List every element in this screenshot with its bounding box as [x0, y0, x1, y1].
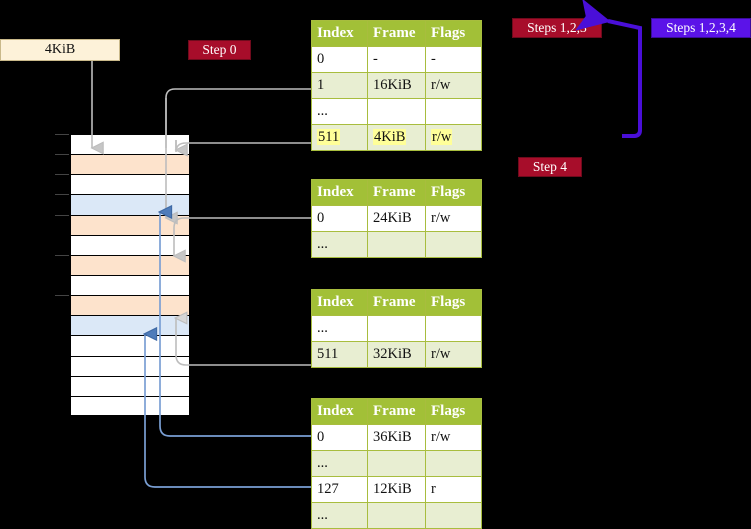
table-cell: 0 — [311, 205, 368, 232]
badge-step-4: Step 4 — [518, 157, 582, 177]
table-row: 0-- — [311, 46, 482, 73]
column-header-frame: Frame — [367, 398, 426, 425]
column-header-flags: Flags — [425, 289, 482, 316]
column-header-flags: Flags — [425, 20, 482, 47]
memory-tick-mark — [55, 194, 69, 196]
column-header-frame: Frame — [367, 20, 426, 47]
highlighted-value: 511 — [317, 129, 341, 145]
column-header-frame: Frame — [367, 179, 426, 206]
table-cell — [367, 450, 426, 477]
table-cell — [367, 231, 426, 258]
memory-column — [55, 134, 190, 416]
highlighted-value: 4KiB — [373, 129, 407, 145]
table-cell — [425, 502, 482, 529]
memory-tick-mark — [55, 295, 69, 297]
table-cell — [367, 502, 426, 529]
memory-frame-cell — [70, 194, 190, 215]
table-cell: 4KiB — [367, 124, 426, 151]
table-cell: - — [425, 46, 482, 73]
table-cell: 24KiB — [367, 205, 426, 232]
table-cell — [425, 98, 482, 125]
memory-frame-cell — [70, 174, 190, 195]
memory-frame-cell — [70, 295, 190, 316]
table-cell — [425, 315, 482, 342]
highlighted-value: r/w — [431, 129, 453, 145]
memory-frame-cell — [70, 315, 190, 336]
badge-steps-1-2-3: Steps 1,2,3 — [512, 18, 602, 38]
memory-frame-cell — [70, 275, 190, 296]
table-cell: ... — [311, 98, 368, 125]
table-cell: r/w — [425, 205, 482, 232]
column-header-flags: Flags — [425, 179, 482, 206]
table-cell: r/w — [425, 72, 482, 99]
table-cell: ... — [311, 231, 368, 258]
column-header-index: Index — [311, 20, 368, 47]
memory-tick-mark — [55, 254, 69, 256]
table-row: ... — [311, 231, 482, 258]
table-cell: 511 — [311, 341, 368, 368]
table-row: ... — [311, 450, 482, 477]
table-cell: 16KiB — [367, 72, 426, 99]
memory-tick-mark — [55, 214, 69, 216]
table-cell: ... — [311, 502, 368, 529]
memory-frame-cell — [70, 395, 190, 416]
memory-frame-cell — [70, 234, 190, 255]
memory-frame-cell — [70, 254, 190, 275]
table-cell — [367, 315, 426, 342]
table-cell: 36KiB — [367, 424, 426, 451]
table-row: ... — [311, 98, 482, 125]
table-cell: 127 — [311, 476, 368, 503]
table-row: 511 4KiB r/w — [311, 124, 482, 151]
table-cell: r/w — [425, 424, 482, 451]
table-cell: 0 — [311, 424, 368, 451]
column-header-frame: Frame — [367, 289, 426, 316]
table-cell — [425, 450, 482, 477]
table-cell: 32KiB — [367, 341, 426, 368]
table-row: ... — [311, 315, 482, 342]
table-cell: r — [425, 476, 482, 503]
memory-frame-cell — [70, 214, 190, 235]
table-cell: ... — [311, 315, 368, 342]
memory-tick-mark — [55, 154, 69, 156]
table-cell: 0 — [311, 46, 368, 73]
table-cell: r/w — [425, 341, 482, 368]
column-header-index: Index — [311, 179, 368, 206]
table-cell — [425, 231, 482, 258]
memory-tick-mark — [55, 134, 69, 135]
table-cell: ... — [311, 450, 368, 477]
column-header-index: Index — [311, 289, 368, 316]
memory-frame-cell — [70, 375, 190, 396]
memory-frame-cell — [70, 335, 190, 356]
column-header-index: Index — [311, 398, 368, 425]
table-cell: r/w — [425, 124, 482, 151]
badge-step-0: Step 0 — [188, 40, 251, 60]
memory-frame-cell — [70, 154, 190, 175]
frame-size-box: 4KiB — [0, 39, 120, 61]
memory-frame-cell — [70, 355, 190, 376]
table-row: ... — [311, 502, 482, 529]
table-cell: 12KiB — [367, 476, 426, 503]
badge-steps-1-2-3-4: Steps 1,2,3,4 — [651, 18, 751, 38]
memory-frame-cell — [70, 134, 190, 155]
table-cell: 1 — [311, 72, 368, 99]
table-cell: - — [367, 46, 426, 73]
table-cell: 511 — [311, 124, 368, 151]
column-header-flags: Flags — [425, 398, 482, 425]
table-cell — [367, 98, 426, 125]
memory-tick-mark — [55, 174, 69, 176]
